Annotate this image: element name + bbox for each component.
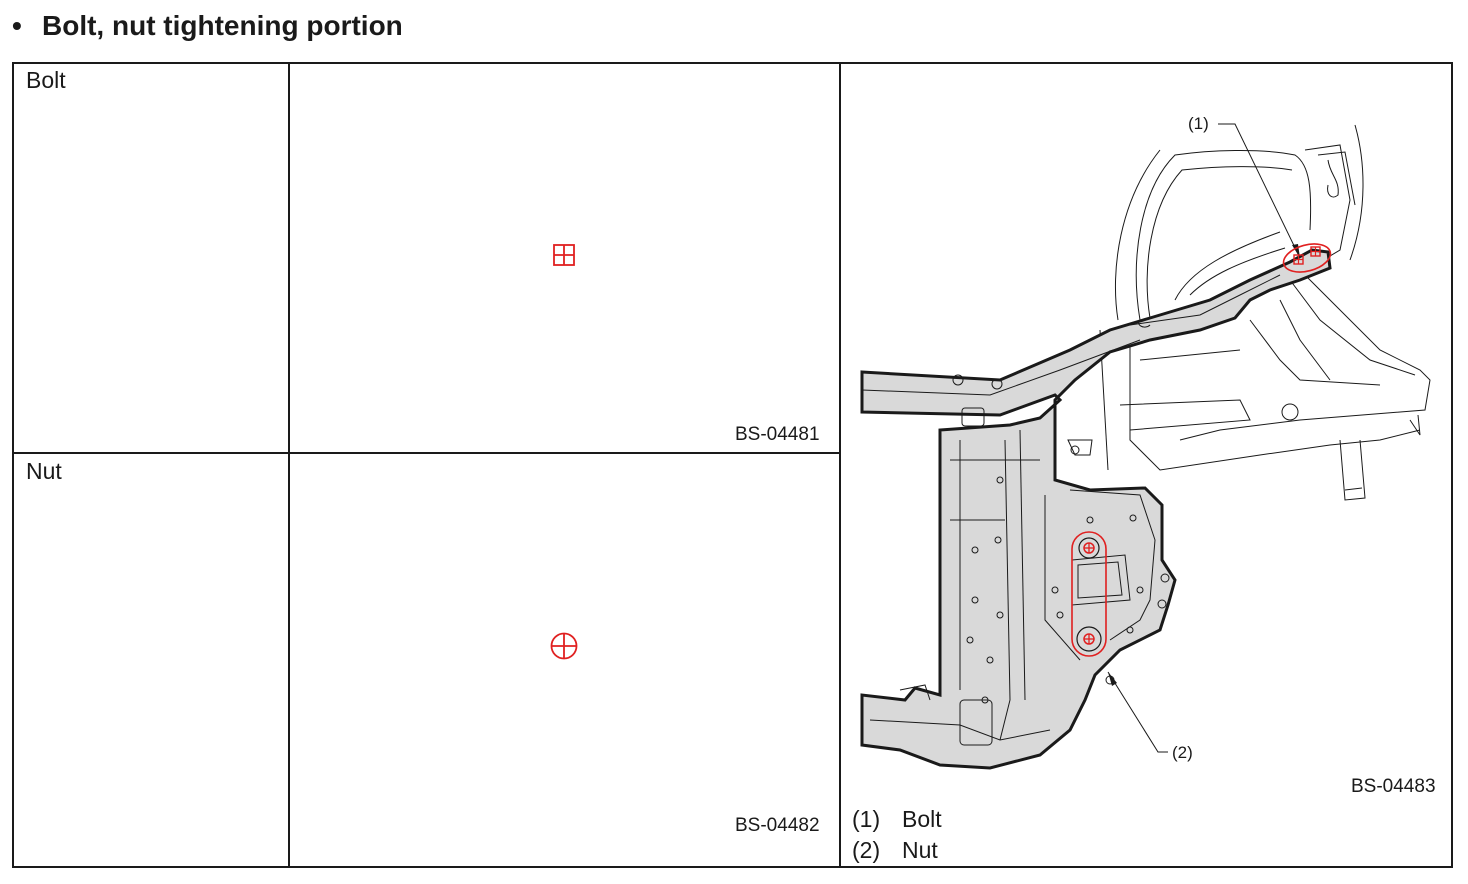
column-divider-2	[839, 62, 841, 868]
legend-number: (1)	[852, 806, 881, 832]
callout-2: (2)	[1172, 743, 1193, 762]
heading-bullet: •	[12, 10, 22, 41]
circle-cross-icon	[550, 632, 578, 660]
bolt-figure-code: BS-04481	[735, 424, 820, 445]
row-divider	[12, 452, 840, 454]
nut-row-label: Nut	[26, 458, 62, 484]
bolt-marker-icon	[1293, 246, 1321, 265]
info-table	[12, 62, 1453, 868]
callout-1: (1)	[1188, 114, 1209, 133]
legend-item-nut: (2) Nut	[852, 836, 938, 864]
bolt-row-label: Bolt	[26, 67, 66, 93]
legend-number: (2)	[852, 837, 881, 863]
vehicle-frame-diagram: (1) (2)	[860, 114, 1431, 770]
legend-item-bolt: (1) Bolt	[852, 805, 942, 833]
nut-marker-icon	[1076, 537, 1102, 652]
legend-text: Bolt	[902, 806, 942, 832]
nut-figure-code: BS-04482	[735, 815, 820, 836]
heading-title: Bolt, nut tightening portion	[42, 10, 403, 41]
section-heading: • Bolt, nut tightening portion	[12, 8, 403, 44]
column-divider-1	[288, 62, 290, 868]
square-cross-icon	[553, 244, 575, 266]
diagram-figure-code: BS-04483	[1351, 776, 1436, 797]
legend-text: Nut	[902, 837, 938, 863]
